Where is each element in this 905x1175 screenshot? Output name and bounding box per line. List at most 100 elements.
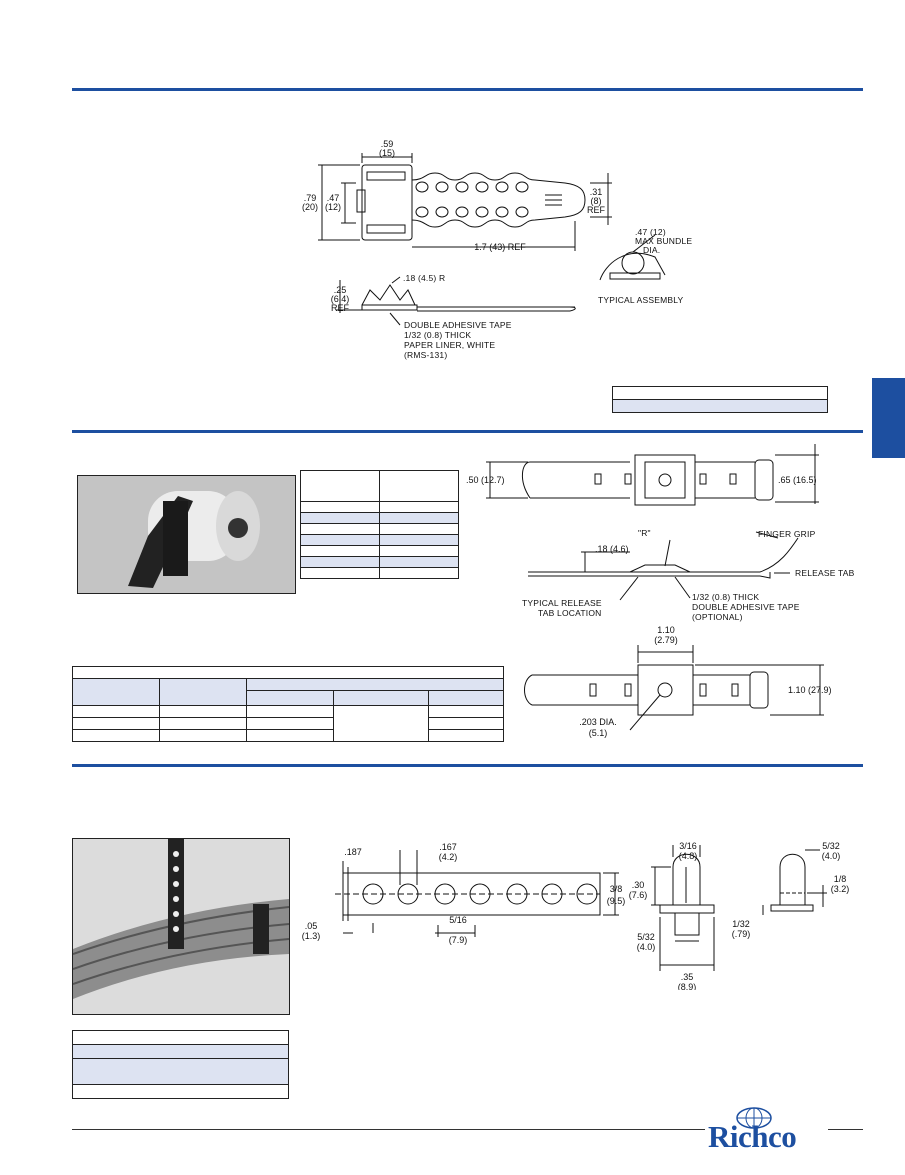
dim-hole: .203 DIA. <box>579 717 617 727</box>
section2-spec-table <box>300 470 459 579</box>
table-cell <box>72 717 160 730</box>
label-r: "R" <box>638 528 651 538</box>
dim-height: .79 <box>304 193 317 203</box>
table-cell <box>333 690 429 706</box>
table-row <box>612 399 828 413</box>
table-cell <box>378 523 459 535</box>
label-tape-3: PAPER LINER, WHITE <box>404 340 495 350</box>
table-cell <box>378 512 459 524</box>
dim-532a-mm: (4.0) <box>637 942 656 952</box>
dim-30: .30 <box>632 880 645 890</box>
table-row <box>72 1030 289 1045</box>
dim-132: 1/32 <box>732 919 750 929</box>
dim-side-ref: REF <box>331 303 350 313</box>
table-cell <box>378 567 459 579</box>
section-rule-1 <box>72 88 863 91</box>
label-radius: .18 (4.5) R <box>403 273 445 283</box>
section2-product-photo <box>77 475 296 594</box>
dim-167: .167 <box>439 842 457 852</box>
richco-globe-logo <box>736 1107 772 1129</box>
dim-38: 3/8 <box>610 884 623 894</box>
table-cell <box>378 470 459 502</box>
dim-side-h-mm: (6.4) <box>331 294 350 304</box>
table-cell <box>159 705 247 718</box>
table-cell <box>378 545 459 557</box>
footer-rule-left <box>72 1129 705 1130</box>
table-row <box>612 386 828 400</box>
section3-spec-table <box>72 1030 289 1099</box>
richco-logo: Richco <box>708 1119 797 1154</box>
dim-532a: 5/32 <box>637 932 655 942</box>
table-cell <box>300 523 380 535</box>
dim-18: 1/8 <box>834 874 847 884</box>
label-tape-1: DOUBLE ADHESIVE TAPE <box>404 320 512 330</box>
table-cell <box>300 501 380 513</box>
label-trt-2: TAB LOCATION <box>538 608 601 618</box>
label-trt-1: TYPICAL RELEASE <box>522 598 602 608</box>
dim-base-w-mm: (2.79) <box>654 635 678 645</box>
dim-35: .35 <box>681 972 694 982</box>
dim-height-mm: (20) <box>302 202 318 212</box>
section2-spec-table-2 <box>72 666 504 742</box>
table-cell <box>378 501 459 513</box>
dim-top-width-mm: (15) <box>379 148 395 158</box>
table-cell <box>246 677 504 692</box>
dim-w2: .65 (16.5) <box>778 475 817 485</box>
label-bundle-1: .47 (12) <box>635 227 666 237</box>
side-index-tab <box>872 378 905 458</box>
table-cell <box>378 534 459 546</box>
table-cell <box>246 690 334 706</box>
label-tape-1: 1/32 (0.8) THICK <box>692 592 759 602</box>
dim-top-width: .59 <box>381 139 394 149</box>
label-bundle-3: DIA. <box>643 245 660 255</box>
dim-tail-height: .31 <box>590 187 603 197</box>
dim-hole-mm: (5.1) <box>589 728 608 738</box>
label-tape-4: (RMS-131) <box>404 350 447 360</box>
section2-drawing: .50 (12.7) .65 (16.5) "R" FINGER GRIP .1… <box>466 444 855 738</box>
section1-drawing: .59 (15) .79 (20) .47 (12) .31 (8) REF 1… <box>302 139 692 360</box>
dim-inner-height-mm: (12) <box>325 202 341 212</box>
dim-38-mm: (9.5) <box>607 896 626 906</box>
dim-base-h: 1.10 (27.9) <box>788 685 832 695</box>
table-row <box>72 1044 289 1059</box>
dim-132-mm: (.79) <box>732 929 751 939</box>
dim-30-mm: (7.6) <box>629 890 648 900</box>
dim-h: .18 (4.6) <box>595 544 629 554</box>
table-cell <box>300 545 380 557</box>
dim-tail-height-mm: (8) <box>591 196 602 206</box>
dim-base-w: 1.10 <box>657 625 675 635</box>
label-bundle-2: MAX BUNDLE <box>635 236 692 246</box>
label-assembly: TYPICAL ASSEMBLY <box>598 295 684 305</box>
dim-inner-height: .47 <box>327 193 340 203</box>
section-rule-3 <box>72 764 863 767</box>
table-row <box>72 1058 289 1085</box>
dim-167-mm: (4.2) <box>439 852 458 862</box>
table-cell <box>300 534 380 546</box>
dim-length: 1.7 (43) REF <box>474 242 526 252</box>
label-tape-3: (OPTIONAL) <box>692 612 743 622</box>
label-release-tab: RELEASE TAB <box>795 568 855 578</box>
dim-316-mm: (4.8) <box>679 851 698 861</box>
table-cell <box>159 678 247 706</box>
table-cell <box>300 567 380 579</box>
table-cell <box>72 678 160 706</box>
table-cell <box>72 729 160 742</box>
table-cell <box>159 717 247 730</box>
dim-05: .05 <box>305 921 318 931</box>
section3-drawing: .187 .167 (4.2) 3/8 (9.5) .05 (1.3) 5/16… <box>302 841 850 990</box>
table-cell <box>333 705 429 742</box>
table-cell <box>300 470 380 502</box>
table-cell <box>159 729 247 742</box>
table-cell <box>72 666 504 679</box>
section3-product-photo <box>72 838 290 1015</box>
label-tape-2: DOUBLE ADHESIVE TAPE <box>692 602 800 612</box>
table-cell <box>300 556 380 568</box>
footer-rule-right <box>828 1129 863 1130</box>
dim-w1: .50 (12.7) <box>466 475 505 485</box>
dim-532b: 5/32 <box>822 841 840 851</box>
section-rule-2 <box>72 430 863 433</box>
dim-516-mm: (7.9) <box>449 935 468 945</box>
label-finger-grip: FINGER GRIP <box>758 529 816 539</box>
table-row <box>72 1084 289 1099</box>
table-cell <box>378 556 459 568</box>
